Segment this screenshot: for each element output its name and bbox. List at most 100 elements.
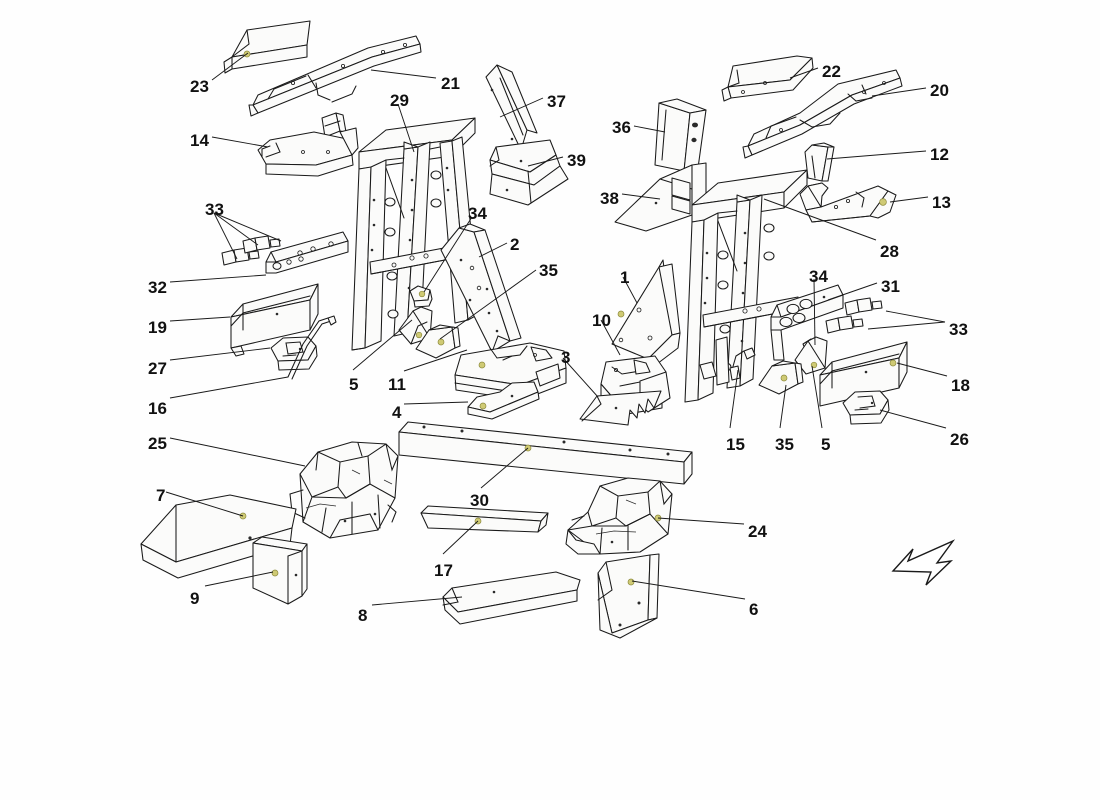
- callout-label-4[interactable]: 4: [392, 403, 402, 422]
- leader-line-4: [403, 401, 469, 405]
- leader-line-32: [169, 274, 267, 283]
- leader-line-12: [826, 150, 927, 160]
- leader-line-18: [896, 362, 948, 377]
- part-33-left-shape: [221, 235, 281, 266]
- callout-label-19[interactable]: 19: [148, 318, 167, 337]
- part-4-shape: [467, 381, 540, 420]
- callout-label-35[interactable]: 35: [539, 261, 558, 280]
- callout-label-22[interactable]: 22: [822, 62, 841, 81]
- callout-label-28[interactable]: 28: [880, 242, 899, 261]
- callout-label-10[interactable]: 10: [592, 311, 611, 330]
- leader-line-23: [211, 52, 249, 81]
- callout-label-25[interactable]: 25: [148, 434, 167, 453]
- callout-label-3[interactable]: 3: [561, 348, 571, 367]
- callout-label-33[interactable]: 33: [205, 200, 224, 219]
- part-5-right-shape: [794, 336, 828, 375]
- leader-line-7: [165, 491, 244, 517]
- callout-label-5[interactable]: 5: [349, 375, 359, 394]
- callout-label-12[interactable]: 12: [930, 145, 949, 164]
- leader-line-34: [423, 216, 473, 293]
- callout-label-20[interactable]: 20: [930, 81, 949, 100]
- leader-line-5: [352, 319, 413, 371]
- part-14-shape: [257, 127, 359, 177]
- part-37-shape: [485, 64, 538, 151]
- leader-line-33: [213, 212, 259, 246]
- part-22-shape: [721, 55, 814, 102]
- leader-line-14: [211, 136, 269, 148]
- callout-label-21[interactable]: 21: [441, 74, 460, 93]
- leader-line-5b: [811, 365, 823, 429]
- leader-lines: [165, 52, 948, 606]
- leader-line-15: [729, 369, 739, 429]
- leader-line-35b: [779, 384, 787, 429]
- callout-label-29[interactable]: 29: [390, 91, 409, 110]
- callout-label-27[interactable]: 27: [148, 359, 167, 378]
- callout-label-1[interactable]: 1: [620, 268, 630, 287]
- part-17-shape: [420, 505, 549, 533]
- part-2-shape: [440, 223, 522, 353]
- callout-label-5b[interactable]: 5: [821, 435, 831, 454]
- callout-label-31[interactable]: 31: [881, 277, 900, 296]
- leader-line-3: [562, 357, 599, 398]
- leader-line-31: [827, 282, 878, 301]
- part-13-shape: [799, 182, 897, 223]
- leader-line-8: [371, 596, 463, 606]
- leader-line-11: [403, 349, 468, 372]
- callout-label-38[interactable]: 38: [600, 189, 619, 208]
- leader-line-33: [213, 212, 238, 260]
- callout-label-32[interactable]: 32: [148, 278, 167, 297]
- callout-label-24[interactable]: 24: [748, 522, 767, 541]
- callout-label-13[interactable]: 13: [932, 193, 951, 212]
- callout-label-30[interactable]: 30: [470, 491, 489, 510]
- leader-line-35: [439, 269, 537, 340]
- callout-label-6[interactable]: 6: [749, 600, 759, 619]
- leader-line-27: [169, 347, 271, 361]
- leader-line-26: [879, 409, 947, 429]
- part-5-left-shape: [398, 306, 433, 345]
- callout-label-34b[interactable]: 34: [809, 267, 828, 286]
- leader-line-37: [499, 97, 544, 118]
- callout-label-35b[interactable]: 35: [775, 435, 794, 454]
- callout-label-36[interactable]: 36: [612, 118, 631, 137]
- callout-label-16[interactable]: 16: [148, 399, 167, 418]
- leader-line-22: [789, 67, 819, 79]
- callout-label-8[interactable]: 8: [358, 606, 368, 625]
- leader-line-20: [871, 87, 927, 97]
- leader-line-33: [213, 212, 282, 242]
- leader-line-29: [397, 103, 415, 153]
- leader-line-2: [478, 242, 508, 258]
- callout-label-11[interactable]: 11: [388, 375, 406, 394]
- part-21-clip-shape: [321, 112, 347, 138]
- callout-label-15[interactable]: 15: [726, 435, 745, 454]
- part-26-shape: [842, 390, 890, 425]
- part-35-right-shape: [758, 360, 804, 395]
- leader-line-28: [763, 198, 877, 241]
- part-3-shape: [579, 390, 662, 426]
- callout-label-9[interactable]: 9: [190, 589, 200, 608]
- callout-label-34[interactable]: 34: [468, 204, 487, 223]
- part-25-shape: [289, 441, 399, 539]
- callout-label-14[interactable]: 14: [190, 131, 209, 150]
- part-7-shape: [140, 494, 297, 579]
- leader-line-25: [169, 437, 306, 467]
- leader-line-6: [631, 580, 746, 600]
- callout-label-23[interactable]: 23: [190, 77, 209, 96]
- callout-label-37[interactable]: 37: [547, 92, 566, 111]
- callout-label-7[interactable]: 7: [156, 486, 166, 505]
- leader-line-38: [621, 193, 661, 200]
- orientation-arrow: [891, 539, 956, 586]
- part-1-shape: [611, 259, 681, 368]
- callout-label-18[interactable]: 18: [951, 376, 970, 395]
- callout-label-17[interactable]: 17: [434, 561, 453, 580]
- leader-line-17: [442, 520, 479, 555]
- callout-label-2[interactable]: 2: [510, 235, 520, 254]
- callout-label-33b[interactable]: 33: [949, 320, 968, 339]
- leader-line-16: [169, 376, 289, 399]
- part-32-shape: [265, 231, 349, 274]
- callout-label-26[interactable]: 26: [950, 430, 969, 449]
- leader-line-30: [480, 447, 529, 489]
- callout-label-39[interactable]: 39: [567, 151, 586, 170]
